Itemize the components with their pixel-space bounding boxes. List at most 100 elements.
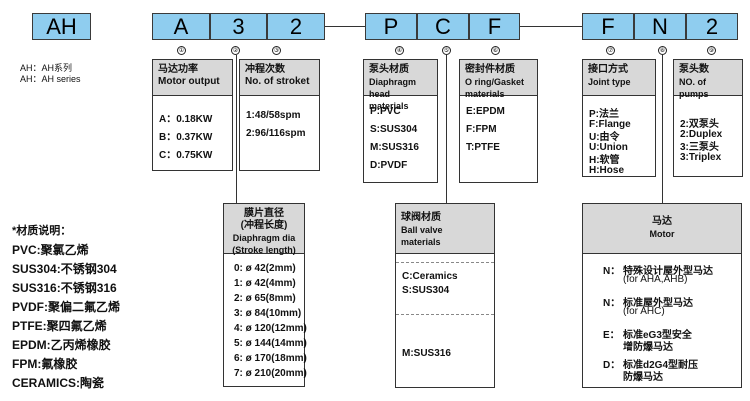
ball-title-en: Ball valve materials xyxy=(401,225,443,247)
ball-item: M:SUS316 xyxy=(402,348,451,359)
code-seal-material: F xyxy=(469,13,520,40)
dashed-divider xyxy=(396,262,494,263)
diaphragm-title-cn: 膜片直径 xyxy=(244,208,284,219)
leader-line xyxy=(662,55,663,203)
code-stroke: 2 xyxy=(267,13,325,40)
motor-header: 马达 Motor xyxy=(583,204,741,254)
diaphragm-title-en: Diaphragm dia xyxy=(232,233,296,243)
motor-item-line2: (for AHA,AHB) xyxy=(623,274,688,285)
circle-number-9: ⑨ xyxy=(707,46,716,55)
head-title-en: Diaphragm head materials xyxy=(369,77,417,111)
stroke-title-cn: 冲程次数 xyxy=(245,64,285,75)
head-material-box: 泵头材质 Diaphragm head materials P:PVC S:SU… xyxy=(363,59,438,183)
ball-title-cn: 球阀材质 xyxy=(401,212,441,223)
seal-item: T:PTFE xyxy=(466,142,500,153)
pumps-item: 3:Triplex xyxy=(680,152,722,163)
head-item: P:PVC xyxy=(370,106,401,117)
joint-box: 接口方式 Joint type P:法兰 F:Flange U:由令 U:Uni… xyxy=(582,59,656,177)
legend-item: PVDF:聚偏二氟乙烯 xyxy=(12,300,121,314)
joint-item: F:Flange xyxy=(589,119,631,130)
circle-number-6: ⑥ xyxy=(491,46,500,55)
seal-item: F:FPM xyxy=(466,124,497,135)
diaphragm-item: 3: ø 84(10mm) xyxy=(234,308,302,319)
code-pumps: 2 xyxy=(686,13,738,40)
joint-item: U:Union xyxy=(589,142,628,153)
stroke-title-en: No. of stroket xyxy=(245,76,310,87)
stroke-item: 1:48/58spm xyxy=(246,110,301,121)
seal-title-en: O ring/Gasket materials xyxy=(465,77,525,99)
code-head-material: P xyxy=(365,13,417,40)
motor-power-item: A：0.18KW xyxy=(159,114,213,125)
stroke-item: 2:96/116spm xyxy=(246,128,306,139)
pumps-box: 泵头数 NO. of pumps 2:双泵头 2:Duplex 3:三泵头 3:… xyxy=(673,59,743,177)
head-item: D:PVDF xyxy=(370,160,408,171)
pumps-title-en: NO. of pumps xyxy=(679,77,709,99)
legend-item: FPM:氟橡胶 xyxy=(12,357,78,371)
leader-line xyxy=(236,55,237,203)
ball-item: C:Ceramics xyxy=(402,271,458,282)
stroke-header: 冲程次数 No. of stroket xyxy=(240,60,319,96)
motor-title-cn: 马达 xyxy=(652,216,672,227)
joint-title-en: Joint type xyxy=(588,77,631,87)
circle-number-8: ⑧ xyxy=(658,46,667,55)
joint-item: U:由令 xyxy=(589,132,620,143)
motor-item-code: D： xyxy=(603,360,621,371)
head-item: S:SUS304 xyxy=(370,124,418,135)
joint-title-cn: 接口方式 xyxy=(588,64,628,75)
diaphragm-item: 4: ø 120(12mm) xyxy=(234,323,307,334)
dashed-divider xyxy=(396,314,494,315)
motor-item-line1: 特殊设计屋外型马达 xyxy=(623,266,713,277)
legend-item: CERAMICS:陶瓷 xyxy=(12,376,104,390)
circle-number-2: ② xyxy=(231,46,240,55)
motor-item-code: E： xyxy=(603,330,620,341)
seal-title-cn: 密封件材质 xyxy=(465,64,515,75)
motor-power-title-en: Motor output xyxy=(158,76,220,87)
legend-item: SUS304:不锈钢304 xyxy=(12,262,117,276)
motor-title-en: Motor xyxy=(649,229,675,239)
motor-power-item: C：0.75KW xyxy=(159,150,213,161)
diaphragm-item: 2: ø 65(8mm) xyxy=(234,293,296,304)
diaphragm-title-cn2: (冲程长度) xyxy=(240,220,288,231)
motor-item-code: N： xyxy=(603,298,621,309)
diaphragm-item: 6: ø 170(18mm) xyxy=(234,353,307,364)
seal-item: E:EPDM xyxy=(466,106,505,117)
ball-valve-box: 球阀材质 Ball valve materials C:Ceramics S:S… xyxy=(395,203,495,388)
head-item: M:SUS316 xyxy=(370,142,419,153)
code-motor: N xyxy=(634,13,686,40)
code-motor-power: A xyxy=(152,13,210,40)
head-title-cn: 泵头材质 xyxy=(369,64,409,75)
seal-material-box: 密封件材质 O ring/Gasket materials E:EPDM F:F… xyxy=(459,59,538,183)
code-series: AH xyxy=(32,13,91,40)
ball-item: S:SUS304 xyxy=(402,285,450,296)
code-ball-valve: C xyxy=(417,13,469,40)
diaphragm-item: 1: ø 42(4mm) xyxy=(234,278,296,289)
code-diaphragm: 3 xyxy=(210,13,267,40)
seal-material-header: 密封件材质 O ring/Gasket materials xyxy=(460,60,537,99)
head-material-header: 泵头材质 Diaphragm head materials xyxy=(364,60,437,111)
motor-item-line2: 防爆马达 xyxy=(623,372,663,383)
motor-item-line1: 标准d2G4型耐压 xyxy=(623,360,699,371)
motor-power-box: 马达功率 Motor output A：0.18KW B：0.37KW C：0.… xyxy=(152,59,233,171)
legend-item: SUS316:不锈钢316 xyxy=(12,281,117,295)
series-note-cn: AH：AH系列 xyxy=(20,63,73,73)
joint-item: H:Hose xyxy=(589,165,625,176)
legend-item: EPDM:乙丙烯橡胶 xyxy=(12,338,111,352)
motor-box: 马达 Motor N： 特殊设计屋外型马达 (for AHA,AHB) N： 标… xyxy=(582,203,742,388)
pumps-item: 2:Duplex xyxy=(680,129,723,140)
circle-number-3: ③ xyxy=(272,46,281,55)
motor-item-line1: 标准eG3型安全 xyxy=(623,330,692,341)
diaphragm-item: 5: ø 144(14mm) xyxy=(234,338,307,349)
leader-line xyxy=(446,55,447,203)
joint-item: P:法兰 xyxy=(589,109,619,120)
diaphragm-header: 膜片直径 (冲程长度) Diaphragm dia (Stroke length… xyxy=(224,204,304,255)
circle-number-7: ⑦ xyxy=(606,46,615,55)
joint-item: H:软管 xyxy=(589,155,620,166)
motor-item-line2: (for AHC) xyxy=(623,306,665,317)
connector-line xyxy=(520,26,582,27)
series-note-en: AH：AH series xyxy=(20,74,81,84)
circle-number-4: ④ xyxy=(395,46,404,55)
diaphragm-item: 7: ø 210(20mm) xyxy=(234,368,307,379)
legend-title: *材质说明： xyxy=(12,225,72,237)
joint-header: 接口方式 Joint type xyxy=(583,60,655,96)
diaphragm-title-en2: (Stroke length) xyxy=(232,245,296,255)
